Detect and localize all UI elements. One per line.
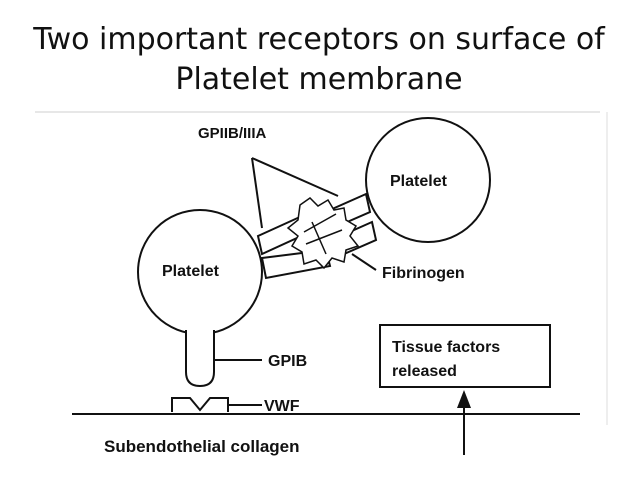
- slide-title: Two important receptors on surface of Pl…: [0, 20, 638, 100]
- fibrinogen-label: Fibrinogen: [382, 265, 465, 282]
- fibrinogen-pointer: [351, 253, 377, 271]
- slide-title-line2: Platelet membrane: [175, 62, 463, 97]
- gpib-label: GPIB: [268, 353, 307, 370]
- tissue-factors-box: [379, 324, 551, 388]
- tissue-factor-arrow-head: [457, 390, 471, 408]
- fibrinogen-crossbar: [303, 213, 343, 255]
- slide-title-line1: Two important receptors on surface of: [33, 22, 605, 57]
- gpib-receptor: [185, 330, 215, 388]
- platelet-top-label: Platelet: [390, 173, 448, 190]
- gpiib-iiia-pointer-left: [251, 157, 263, 229]
- gpiib-iiia-label: GPIIB/IIIA: [198, 125, 267, 142]
- tissue-factors-label-line1: Tissue factors: [392, 339, 500, 356]
- subendothelial-collagen-label: Subendothelial collagen: [104, 437, 300, 456]
- tissue-factors-label-line2: released: [392, 363, 457, 380]
- platelet-left-label: Platelet: [162, 263, 220, 280]
- platelet-top: [365, 117, 491, 243]
- fibrinogen-molecule: [286, 197, 360, 270]
- vwf-molecule: [171, 397, 229, 412]
- vwf-label: VWF: [264, 398, 300, 415]
- gpiib-iiia-pointer-right: [251, 157, 339, 197]
